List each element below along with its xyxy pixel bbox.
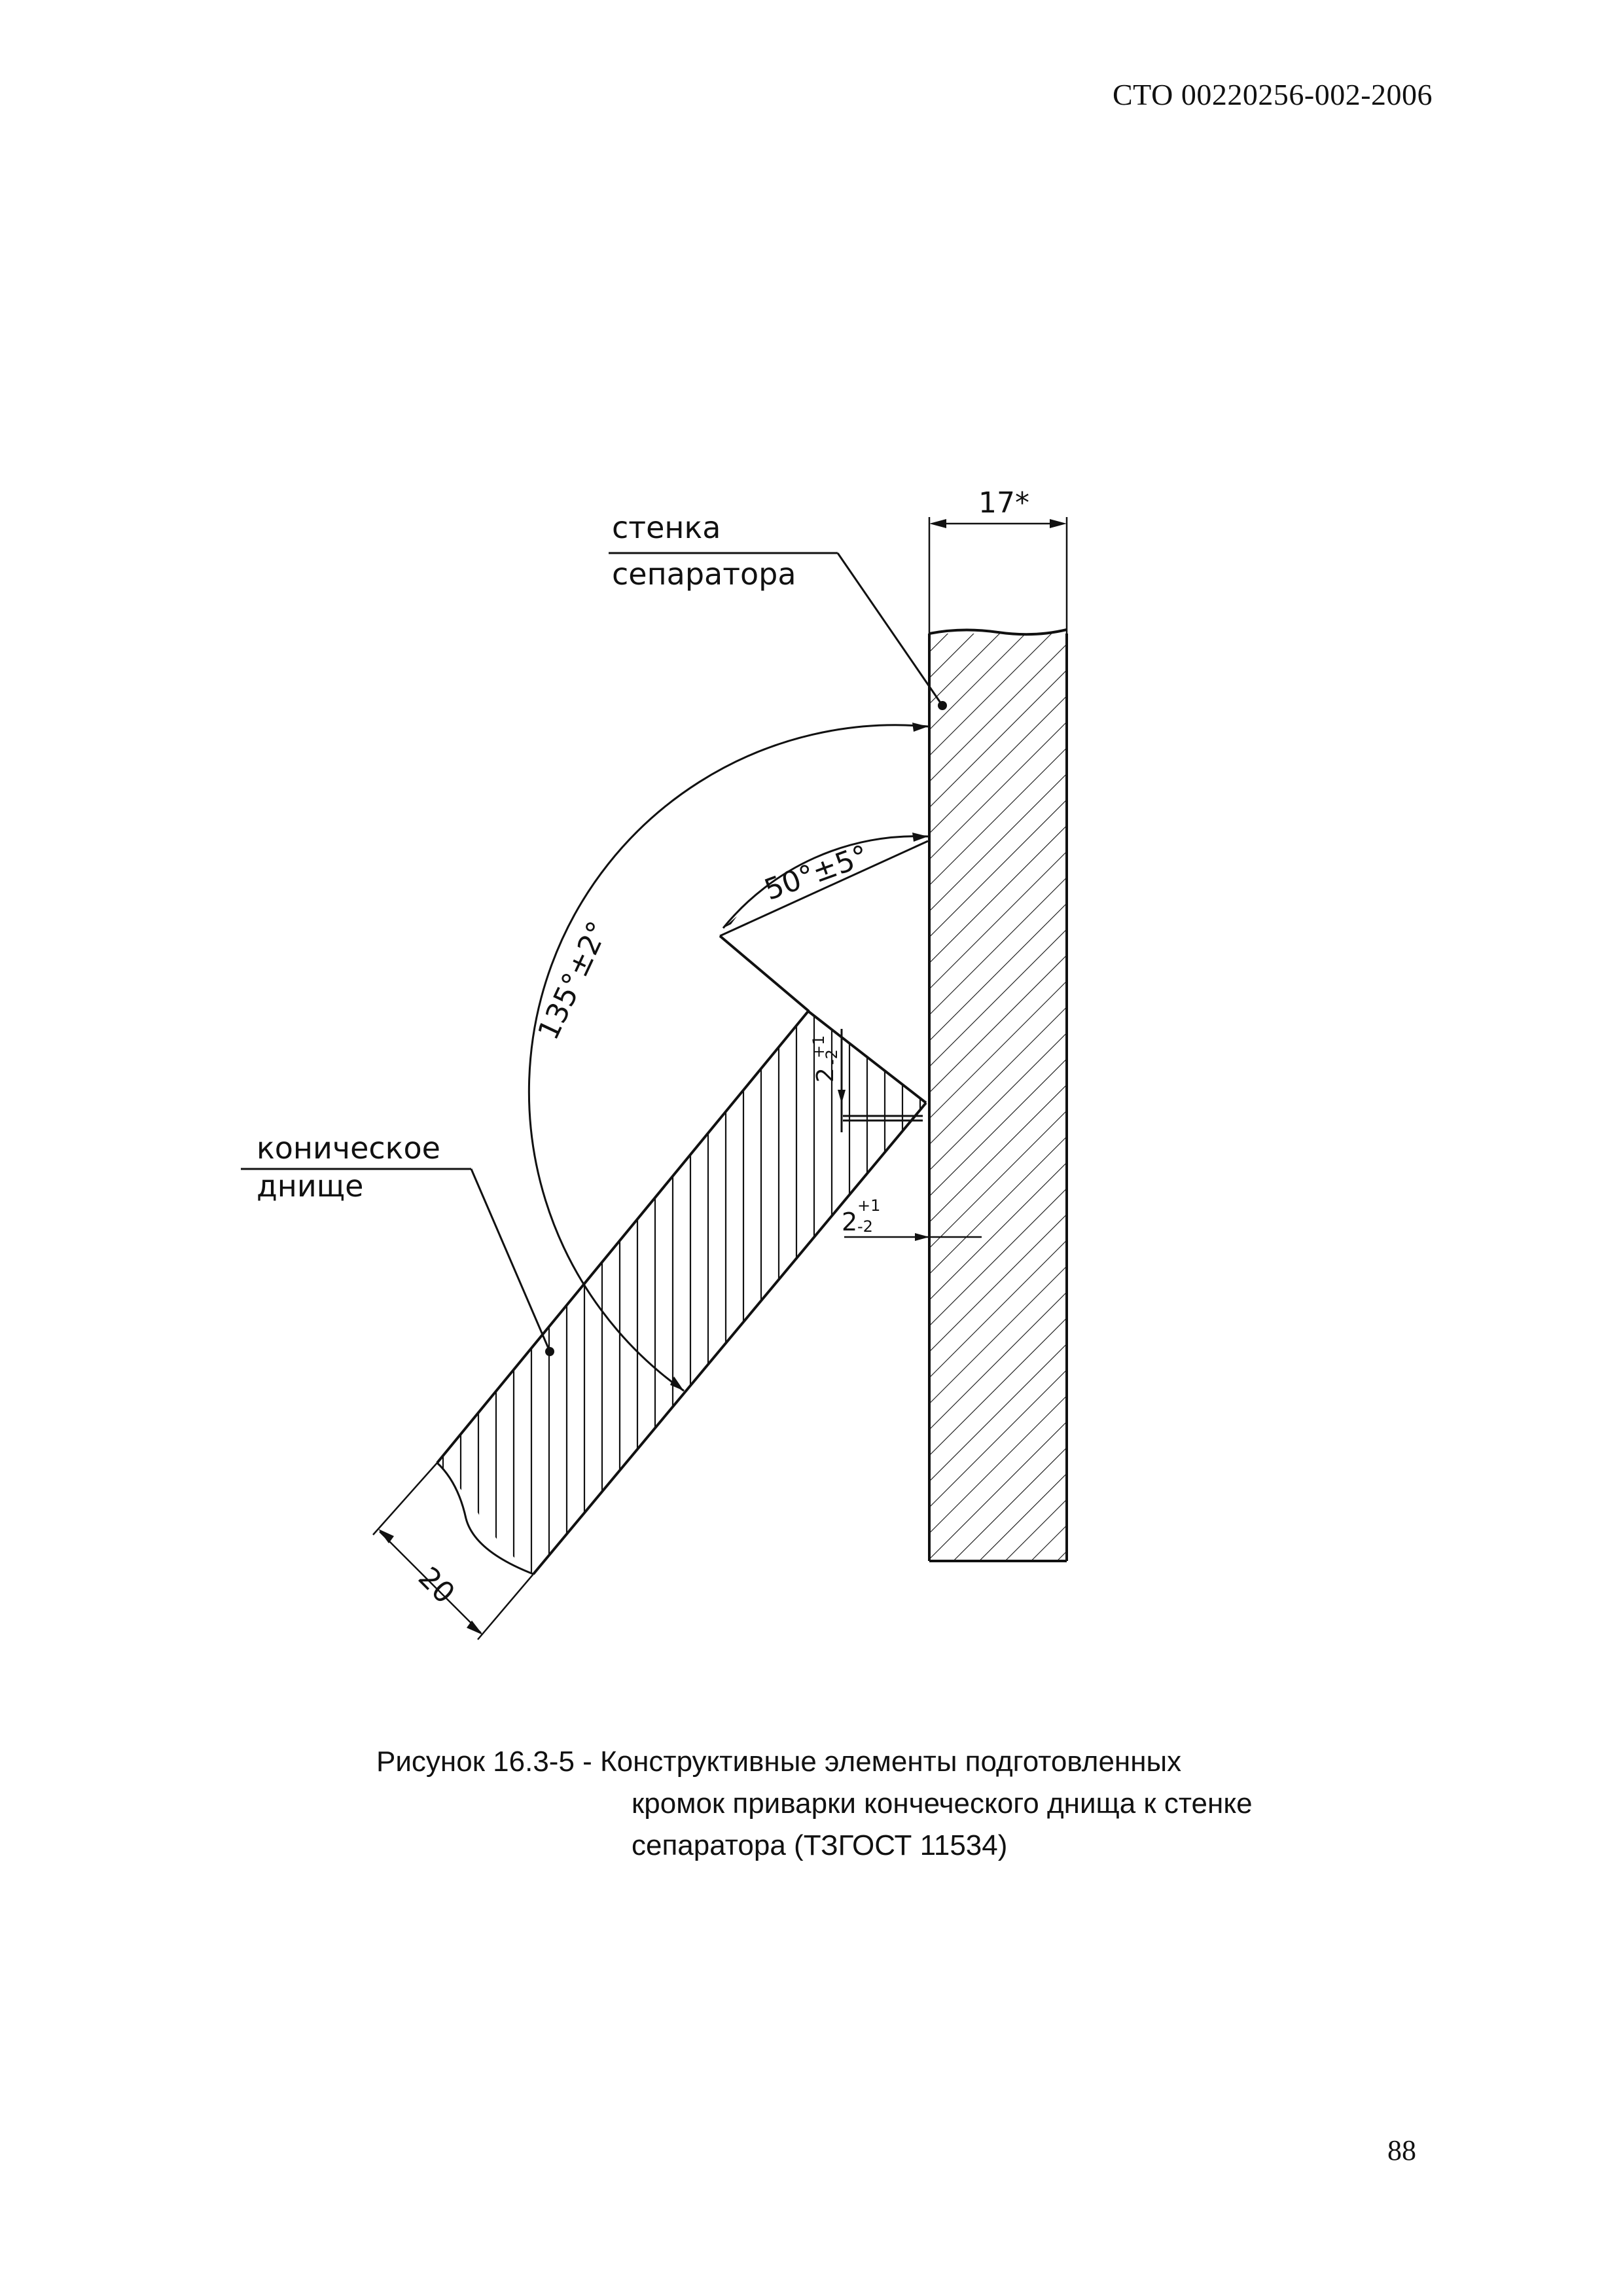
document-code: СТО 00220256-002-2006: [1113, 78, 1433, 111]
root-tolerance-lower: -2: [857, 1217, 873, 1236]
root-face-dimension: 2 +1 -2: [842, 1196, 982, 1241]
wall-label-line2: сепаратора: [612, 556, 796, 592]
wall-leader: стенка сепаратора: [609, 510, 947, 710]
conical-bottom: [436, 840, 929, 1575]
separator-wall: [928, 628, 1068, 1562]
gap-tolerance-upper: +1: [810, 1035, 828, 1058]
page-number: 88: [1387, 2134, 1416, 2166]
bottom-leader: коническое днище: [241, 1130, 554, 1356]
root-dimension-value: 2: [842, 1208, 857, 1236]
wall-thickness-label: 17*: [978, 486, 1029, 520]
bottom-label-line2: днище: [257, 1168, 363, 1204]
root-gap: 2 +1 -2: [810, 1029, 923, 1132]
gap-dimension-value: 2: [812, 1067, 839, 1083]
angle-50-dimension: 50°±5°: [722, 833, 929, 929]
angle-outer-label: 135°±2°: [531, 916, 615, 1045]
root-tolerance-upper: +1: [857, 1196, 880, 1215]
gap-tolerance-lower: -2: [823, 1049, 841, 1065]
bottom-thickness-label: 20: [412, 1561, 461, 1611]
wall-thickness-dimension: 17*: [928, 486, 1068, 634]
angle-bevel-label: 50°±5°: [760, 839, 872, 907]
caption-line-2: кромок приварки кончеческого днища к сте…: [632, 1787, 1253, 1820]
caption-line-1: Рисунок 16.3-5 - Конструктивные элементы…: [376, 1746, 1182, 1778]
bottom-label-line1: коническое: [257, 1130, 440, 1166]
figure-caption: Рисунок 16.3-5 - Конструктивные элементы…: [376, 1741, 1423, 1867]
wall-label-line1: стенка: [612, 510, 721, 545]
caption-line-3: сепаратора (ТЗГОСТ 11534): [632, 1829, 1008, 1861]
